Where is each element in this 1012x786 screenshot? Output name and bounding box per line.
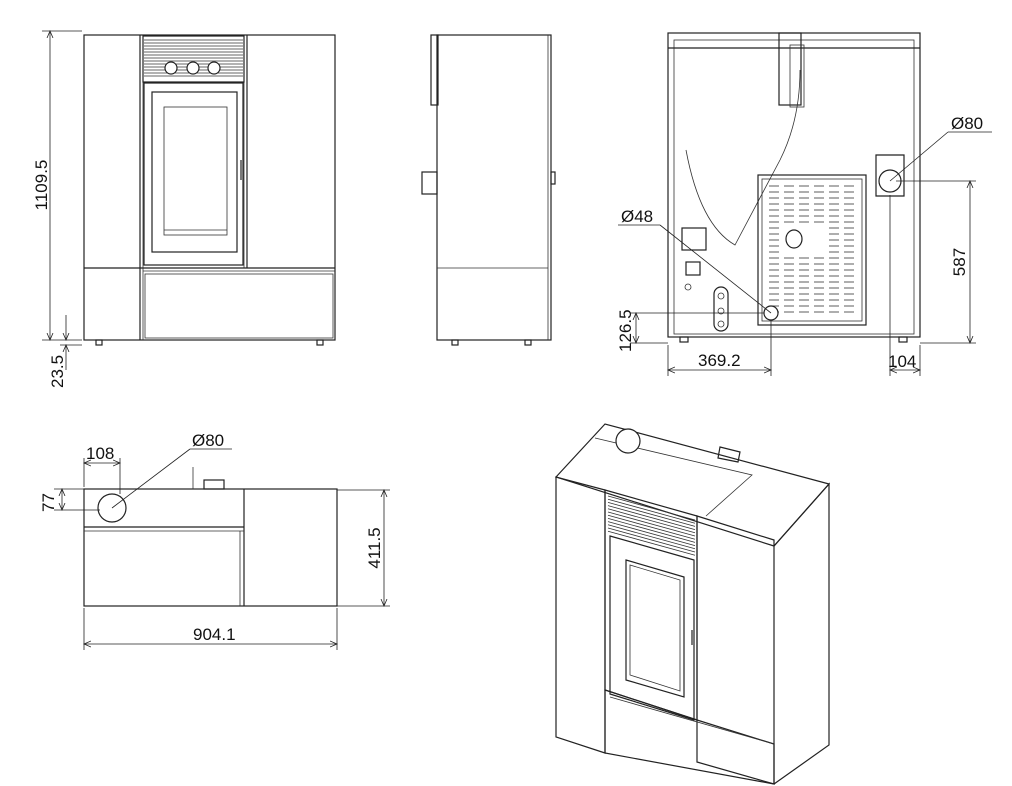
side-view <box>421 34 556 346</box>
dim-back-flue-diameter: Ø80 <box>951 114 983 133</box>
dim-front-height: 1109.5 <box>32 160 51 211</box>
back-vent-panel <box>757 174 867 326</box>
drawing-line <box>607 511 696 537</box>
drawing-line <box>607 518 696 543</box>
drawing-line <box>607 505 696 530</box>
dim-top-depth: 411.5 <box>365 527 384 568</box>
front-view: 1109.5 23.5 <box>32 31 336 388</box>
dim-back-inlet-diameter: Ø48 <box>621 207 653 226</box>
dim-top-flue-diameter: Ø80 <box>192 431 224 450</box>
front-grille <box>142 35 245 83</box>
dim-front-foot: 23.5 <box>48 355 67 388</box>
drawing-line <box>607 508 696 534</box>
drawing-line <box>607 514 696 540</box>
dim-top-flue-offset: 108 <box>86 444 114 463</box>
top-view: Ø80 108 77 411.5 904.1 <box>39 431 390 650</box>
back-view: Ø80 Ø48 587 104 369.2 126.5 <box>616 32 992 376</box>
isometric-view <box>554 423 831 785</box>
drawing-line <box>607 502 696 527</box>
dim-back-flue-height: 587 <box>950 248 969 276</box>
drawing-line <box>607 498 696 524</box>
drawing-line <box>607 527 696 553</box>
drawing-line <box>607 521 696 546</box>
drawing-line <box>607 524 696 550</box>
front-door <box>143 82 244 266</box>
dim-top-width: 904.1 <box>193 625 236 644</box>
drawing-line <box>607 530 696 556</box>
dim-back-inlet-height: 126.5 <box>616 309 635 352</box>
dim-back-inlet-offset: 369.2 <box>698 351 741 370</box>
dim-top-flue-depth: 77 <box>39 493 58 512</box>
dim-back-flue-offset: 104 <box>888 352 916 371</box>
drawing-line <box>607 495 696 521</box>
